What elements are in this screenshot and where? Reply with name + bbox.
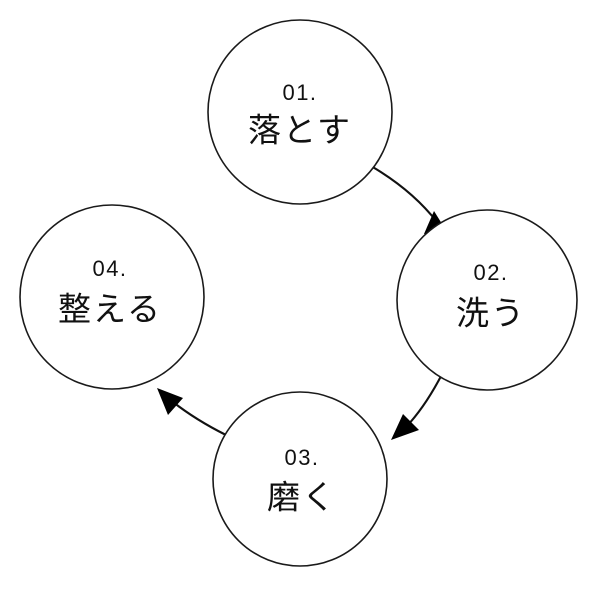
node-03-index: 03. [284, 445, 319, 470]
node-04-label: 整える [58, 290, 162, 329]
node-04[interactable]: 04. 整える [19, 204, 205, 390]
node-02-circle[interactable] [396, 209, 578, 391]
connector-02-to-03 [391, 376, 442, 440]
node-03[interactable]: 03. 磨く [212, 391, 388, 567]
node-02[interactable]: 02. 洗う [396, 209, 578, 391]
connector-03-to-04-arrowhead [157, 388, 183, 415]
connector-01-to-02-line [369, 164, 439, 224]
connector-02-to-03-line [404, 376, 442, 429]
node-01-index: 01. [282, 80, 317, 105]
node-01[interactable]: 01. 落とす [207, 19, 393, 205]
node-04-circle[interactable] [19, 204, 205, 390]
connector-03-to-04-line [171, 400, 228, 437]
node-03-label: 磨く [267, 478, 337, 517]
node-04-index: 04. [92, 256, 127, 281]
node-01-circle[interactable] [207, 19, 393, 205]
node-01-label: 落とす [248, 111, 352, 150]
node-02-index: 02. [473, 260, 508, 285]
connector-02-to-03-arrowhead [391, 414, 419, 440]
connector-03-to-04 [157, 388, 228, 437]
node-03-circle[interactable] [212, 391, 388, 567]
node-02-label: 洗う [456, 294, 526, 333]
